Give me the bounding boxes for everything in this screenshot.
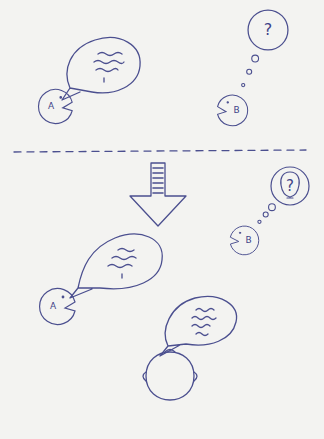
arrow-hatching — [153, 168, 163, 193]
separator-line — [14, 150, 306, 152]
thought-bubble: ? — [270, 166, 310, 206]
node-outline — [38, 286, 78, 326]
person-head: B — [228, 224, 260, 256]
person-letter: B — [233, 106, 239, 115]
head-from-above — [146, 352, 194, 400]
person-letter: A — [50, 302, 56, 311]
thought-trail — [258, 204, 276, 224]
person-head: B — [215, 93, 249, 127]
thought-bubble: ? — [247, 9, 289, 51]
speech-bubble — [160, 297, 237, 356]
scribble — [108, 249, 136, 279]
scribble — [94, 53, 124, 83]
down-arrow — [130, 163, 186, 226]
question-mark: ? — [264, 22, 273, 38]
person-letter: A — [48, 102, 54, 111]
scribble — [192, 309, 216, 336]
node-outline — [37, 87, 75, 125]
person-letter: B — [245, 236, 251, 245]
speech-bubble — [62, 38, 140, 100]
ears — [143, 350, 197, 382]
person-head: A — [37, 87, 75, 125]
node-outline — [228, 224, 260, 256]
question-mark: ? — [286, 179, 294, 194]
node-outline — [215, 93, 249, 127]
thought-trail — [242, 55, 259, 87]
speech-bubble — [70, 234, 162, 298]
person-head: A — [38, 286, 78, 326]
